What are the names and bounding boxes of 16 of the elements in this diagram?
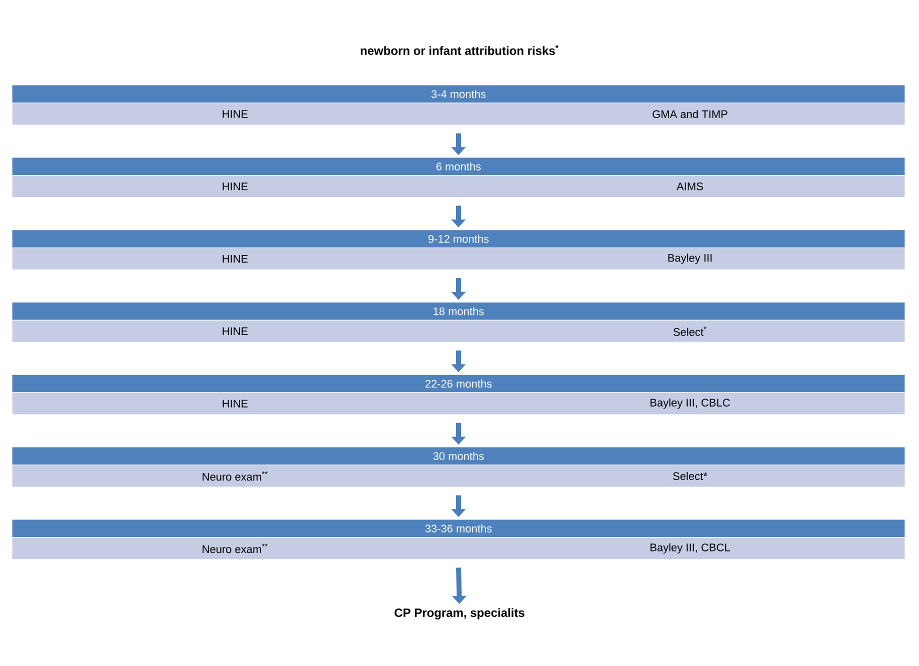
- age-band: 33-36 months: [12, 519, 906, 538]
- assessment-band: HINE Select$^{*}$: [12, 320, 906, 342]
- age-band: 18 months: [12, 302, 906, 320]
- assessment-band: Neuro exam$^{**}$ Select*: [12, 464, 906, 488]
- assessment-band: HINE GMA and TIMP: [12, 102, 906, 126]
- assessment-band: Neuro exam$^{**}$ Bayley III, CBCL: [12, 537, 906, 560]
- age-band: 3-4 months: [12, 84, 906, 104]
- age-band: 9-12 months: [12, 230, 906, 248]
- assessment-band: HINE AIMS: [12, 175, 906, 198]
- result-label: CP Program, specialits: [394, 608, 524, 620]
- assessment-band: HINE Bayley III, CBLC: [12, 392, 906, 415]
- age-band: 30 months: [12, 446, 906, 466]
- assessment-band: HINE Bayley III: [12, 248, 906, 270]
- age-band: 6 months: [12, 157, 906, 176]
- title: newborn or infant attribution risks$^{*}$: [360, 45, 558, 55]
- age-band: 22-26 months: [12, 374, 906, 393]
